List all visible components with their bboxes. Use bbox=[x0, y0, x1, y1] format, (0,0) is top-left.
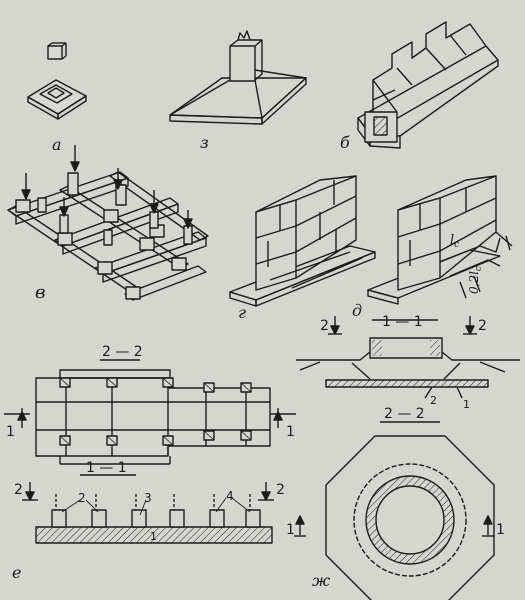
diagram-zh-octagonal-footing bbox=[325, 421, 495, 600]
callout-e-3: 3 bbox=[144, 491, 152, 505]
diagram-z-pyramid-footing bbox=[169, 30, 307, 125]
dim-lc: lc bbox=[450, 233, 459, 250]
cut-num-d-left: 2 bbox=[320, 318, 329, 334]
load-arrows bbox=[21, 145, 193, 229]
cut-num-zh-left: 1 bbox=[286, 522, 295, 538]
diagram-e-plan bbox=[35, 359, 271, 465]
diagram-g-wall-footing bbox=[229, 175, 376, 307]
cut-mark-numbers: 2 2 1 1 2 2 1 1 bbox=[6, 318, 505, 538]
cut-num-e-plan-left: 1 bbox=[6, 424, 15, 440]
section-title-e-2-2: 2 — 2 bbox=[102, 344, 143, 360]
cut-num-e-sec-left: 2 bbox=[14, 482, 23, 498]
letter-v: в bbox=[35, 282, 45, 303]
letter-d: д bbox=[352, 301, 362, 320]
figure-letters: а з б в г д е ж bbox=[12, 133, 362, 590]
plan-e-cut-markers bbox=[4, 408, 296, 428]
section-title-d-1-1: 1 — 1 bbox=[382, 314, 423, 330]
section-titles: 1 — 1 2 — 2 1 — 1 2 — 2 bbox=[86, 314, 425, 476]
dim-lc-fraction: 0,2lc bbox=[467, 266, 484, 294]
callout-e-1: 1 bbox=[150, 530, 157, 543]
section-title-zh-2-2: 2 — 2 bbox=[384, 406, 425, 422]
cut-num-d-right: 2 bbox=[478, 318, 487, 334]
letter-b: б bbox=[340, 133, 350, 152]
section-1-1-strip bbox=[296, 319, 520, 399]
diagram-v-beam-grid bbox=[7, 171, 209, 301]
cut-num-zh-right: 1 bbox=[496, 522, 505, 538]
zh-cut-markers bbox=[294, 515, 494, 537]
letter-e: е bbox=[12, 563, 21, 582]
cut-num-e-sec-right: 2 bbox=[276, 482, 285, 498]
letter-g: г bbox=[238, 303, 246, 322]
dimension-labels: lc 0,2lc bbox=[450, 233, 484, 294]
section-title-e-1-1: 1 — 1 bbox=[86, 460, 127, 476]
callout-e-4: 4 bbox=[226, 489, 234, 503]
letter-a: а bbox=[52, 135, 62, 154]
letter-z: з bbox=[200, 133, 209, 152]
diagram-a-footing bbox=[27, 42, 87, 120]
section-d-cut-markers bbox=[328, 316, 477, 335]
diagram-d-stepped-footing bbox=[367, 175, 513, 305]
letter-zh: ж bbox=[312, 571, 331, 590]
diagram-b-strip-footing bbox=[357, 21, 499, 149]
callout-numbers: 2 1 2 3 4 1 bbox=[78, 394, 470, 543]
callout-e-2: 2 bbox=[78, 491, 86, 505]
callout-d-2: 2 bbox=[430, 394, 437, 407]
diagram-e-section bbox=[35, 474, 273, 544]
callout-d-1: 1 bbox=[463, 398, 470, 411]
section-e-cut-markers bbox=[22, 482, 274, 501]
cut-num-e-plan-right: 1 bbox=[286, 424, 295, 440]
